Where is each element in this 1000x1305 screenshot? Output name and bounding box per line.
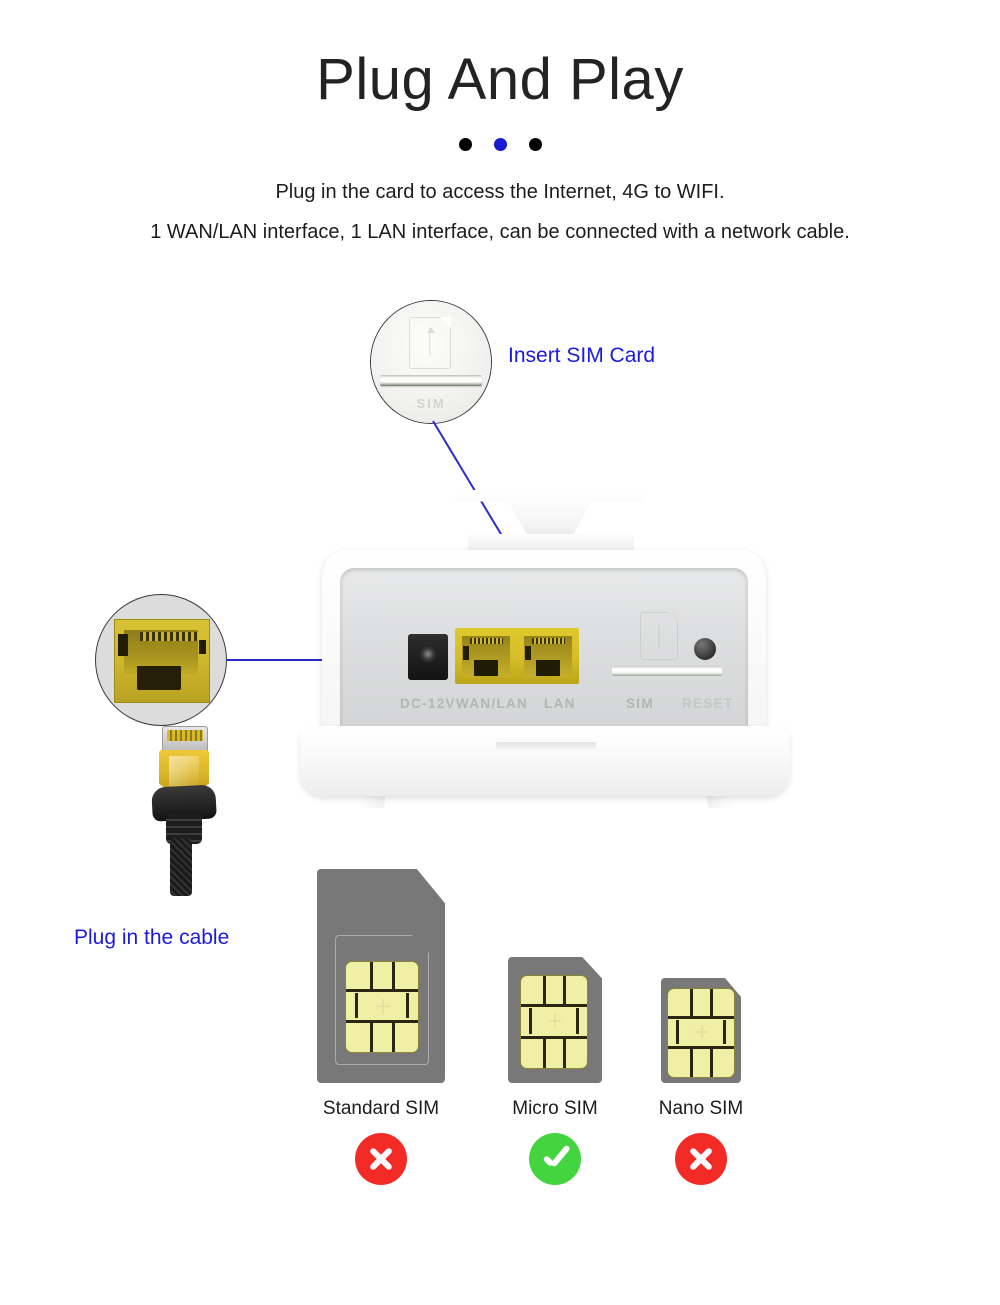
dc-power-jack: [408, 634, 448, 680]
port-label-wan-lan: WAN/LAN: [456, 696, 529, 711]
chip-line-lower-mid2: [392, 1022, 395, 1052]
rj45-right-tab: [199, 640, 206, 654]
port-label-reset: RESET: [682, 696, 734, 711]
chip-line-lower-mid: [690, 1048, 693, 1077]
dot-separator: [0, 138, 1000, 151]
micro-sim-check-icon: [529, 1133, 581, 1185]
rj45-clip-notch: [137, 666, 181, 690]
separator-dot-2-accent: [493, 138, 507, 151]
lan-port-pins: [532, 638, 565, 644]
wan-lan-port-pins: [470, 638, 503, 644]
rj45-left-tab: [118, 634, 128, 656]
chip-line-lower-mid: [543, 1038, 546, 1068]
lan-port-notch: [536, 660, 560, 676]
lan-port-tab: [525, 646, 531, 660]
plug-in-cable-label: Plug in the cable: [74, 926, 230, 949]
rj45-plug-shield: [162, 726, 208, 754]
chip-line-right: [576, 1008, 579, 1034]
wan-lan-port-tab: [463, 646, 469, 660]
nano-sim-chip: [667, 988, 735, 1078]
standard-sim-micro-outline: [335, 935, 429, 1065]
router-device: DC-12V WAN/LAN LAN SIM RESET: [300, 490, 800, 840]
chip-line-top: [668, 1016, 734, 1019]
standard-sim-caption: Standard SIM: [322, 1098, 440, 1119]
rj45-plug-contacts: [167, 730, 203, 741]
chip-line-upper-mid2: [710, 989, 713, 1018]
ethernet-cable: [140, 726, 230, 896]
separator-dot-3: [528, 138, 542, 151]
mount-plate: [468, 534, 634, 554]
base-plate-slot: [496, 742, 596, 750]
device-sim-card-icon: [640, 611, 679, 660]
subtitle-line-2: 1 WAN/LAN interface, 1 LAN interface, ca…: [150, 221, 850, 243]
reset-button[interactable]: [694, 638, 716, 660]
chip-line-left: [676, 1020, 679, 1044]
chip-line-left: [355, 993, 358, 1018]
chip-line-right: [406, 993, 409, 1018]
chip-line-bottom: [346, 1020, 418, 1023]
chip-line-right: [723, 1020, 726, 1044]
router-base-plate: [300, 726, 790, 796]
port-label-lan: LAN: [544, 696, 576, 711]
chip-line-lower-mid: [370, 1022, 373, 1052]
router-housing: DC-12V WAN/LAN LAN SIM RESET: [322, 550, 766, 808]
nano-sim-cross-icon: [675, 1133, 727, 1185]
port-label-power: DC-12V: [400, 696, 456, 711]
chip-line-upper-mid: [370, 962, 373, 991]
ethernet-port-block: [455, 628, 579, 684]
standard-sim-card: [317, 869, 445, 1083]
insert-sim-card-label: Insert SIM Card: [508, 344, 656, 367]
ethernet-port-magnifier-circle: [95, 594, 227, 726]
chip-line-left: [529, 1008, 532, 1034]
chip-center-plus-v: [382, 999, 384, 1013]
standard-sim-chip: [345, 961, 419, 1053]
chip-line-upper-mid: [690, 989, 693, 1018]
chip-center-plus-v: [554, 1014, 556, 1027]
chip-line-bottom: [521, 1036, 587, 1039]
chip-line-upper-mid2: [392, 962, 395, 991]
micro-sim-chip: [520, 975, 588, 1069]
page-title: Plug And Play: [316, 47, 684, 112]
chip-line-upper-mid: [543, 976, 546, 1006]
chip-center-plus-v: [701, 1025, 703, 1038]
sim-insert-arrow-icon: [427, 327, 435, 333]
wan-lan-port-notch: [474, 660, 498, 676]
chip-line-top: [521, 1004, 587, 1007]
chip-line-upper-mid2: [563, 976, 566, 1006]
standard-sim-cross-icon: [355, 1133, 407, 1185]
sim-slot-label: SIM: [416, 396, 446, 411]
separator-dot-1: [458, 138, 472, 151]
chip-line-top: [346, 989, 418, 992]
chip-line-lower-mid2: [710, 1048, 713, 1077]
nano-sim-caption: Nano SIM: [658, 1098, 744, 1119]
wan-lan-port: [462, 636, 510, 676]
micro-sim-card: [508, 957, 602, 1083]
port-label-sim: SIM: [626, 696, 654, 711]
device-sim-slot: [612, 666, 722, 676]
sim-card-slot: [380, 375, 482, 386]
subtitle-line-1: Plug in the card to access the Internet,…: [275, 181, 725, 203]
chip-line-bottom: [668, 1046, 734, 1049]
nano-sim-card: [661, 978, 741, 1083]
sim-card-outline-icon: [409, 316, 452, 369]
lan-port: [524, 636, 572, 676]
cable-jacket: [170, 838, 192, 896]
chip-line-lower-mid2: [563, 1038, 566, 1068]
rj45-pins: [140, 632, 198, 641]
sim-slot-magnifier-circle: SIM: [370, 300, 492, 424]
micro-sim-caption: Micro SIM: [512, 1098, 598, 1119]
rj45-port-image: [114, 619, 210, 703]
